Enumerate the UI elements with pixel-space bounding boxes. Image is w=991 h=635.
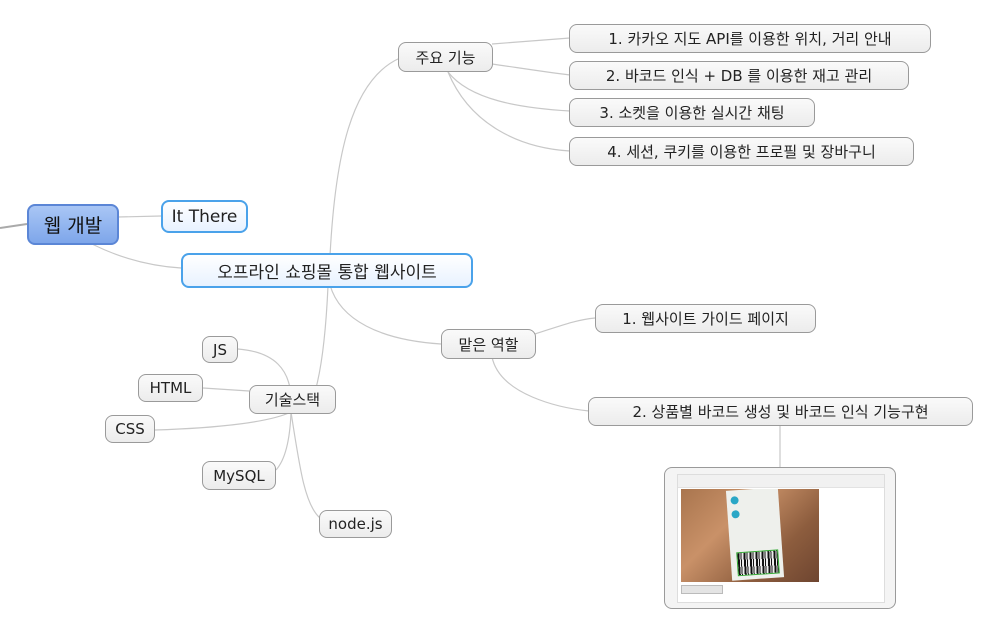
root-label: 웹 개발 bbox=[43, 215, 103, 237]
tech-item-mysql[interactable]: MySQL bbox=[202, 461, 276, 490]
feature-item-4[interactable]: 4. 세션, 쿠키를 이용한 프로필 및 장바구니 bbox=[569, 137, 914, 166]
connector-tech-css bbox=[154, 411, 292, 431]
tech-label: 기술스택 bbox=[264, 391, 321, 409]
role-item-label: 1. 웹사이트 가이드 페이지 bbox=[622, 310, 789, 328]
connector-offscreen-root bbox=[0, 223, 28, 229]
screenshot-browser-bar bbox=[678, 475, 884, 488]
center-label: 오프라인 쇼핑몰 통합 웹사이트 bbox=[217, 263, 437, 283]
feature-item-1[interactable]: 1. 카카오 지도 API를 이용한 위치, 거리 안내 bbox=[569, 24, 931, 53]
scan-button bbox=[681, 585, 723, 594]
screenshot-browser-window bbox=[677, 474, 885, 603]
connector-features-1 bbox=[491, 37, 571, 45]
check-icon bbox=[730, 496, 739, 505]
feature-item-2[interactable]: 2. 바코드 인식 + DB 를 이용한 재고 관리 bbox=[569, 61, 909, 90]
it-there-label: It There bbox=[171, 206, 238, 227]
tech-item-js[interactable]: JS bbox=[202, 336, 238, 363]
roles-label: 맡은 역할 bbox=[458, 335, 519, 354]
connector-features-2 bbox=[491, 63, 571, 76]
tech-item-css[interactable]: CSS bbox=[105, 415, 155, 443]
tech-item-label: MySQL bbox=[213, 466, 265, 485]
role-item-label: 2. 상품별 바코드 생성 및 바코드 인식 기능구현 bbox=[632, 403, 929, 421]
barcode-camera-image bbox=[681, 489, 819, 582]
connector-roles-1 bbox=[534, 317, 596, 335]
barcode-scanner-screenshot[interactable] bbox=[664, 467, 896, 609]
connector-features-4 bbox=[447, 71, 571, 152]
role-item-1[interactable]: 1. 웹사이트 가이드 페이지 bbox=[595, 304, 816, 333]
connector-tech-html bbox=[202, 387, 250, 392]
center-node[interactable]: 오프라인 쇼핑몰 통합 웹사이트 bbox=[181, 253, 473, 288]
tech-item-html[interactable]: HTML bbox=[138, 374, 203, 402]
connector-root-itthere bbox=[117, 215, 162, 218]
root-node[interactable]: 웹 개발 bbox=[27, 204, 119, 245]
connector-center-tech bbox=[315, 285, 329, 389]
role-item-2[interactable]: 2. 상품별 바코드 생성 및 바코드 인식 기능구현 bbox=[588, 397, 973, 426]
connector-root-center bbox=[91, 243, 182, 269]
feature-item-label: 2. 바코드 인식 + DB 를 이용한 재고 관리 bbox=[605, 67, 873, 85]
product-label-image bbox=[725, 489, 785, 581]
tech-item-label: CSS bbox=[115, 420, 145, 438]
feature-item-3[interactable]: 3. 소켓을 이용한 실시간 채팅 bbox=[569, 98, 815, 127]
features-node[interactable]: 주요 기능 bbox=[398, 42, 493, 72]
barcode-icon bbox=[736, 549, 780, 577]
connector-center-roles bbox=[329, 284, 442, 345]
connector-features-3 bbox=[447, 71, 571, 112]
check-icon bbox=[731, 510, 740, 519]
features-label: 주요 기능 bbox=[415, 48, 476, 67]
it-there-node[interactable]: It There bbox=[161, 200, 248, 233]
connector-tech-mysql bbox=[275, 411, 292, 471]
tech-item-label: JS bbox=[213, 340, 227, 359]
connector-center-features bbox=[329, 57, 401, 257]
feature-item-label: 1. 카카오 지도 API를 이용한 위치, 거리 안내 bbox=[608, 30, 892, 48]
feature-item-label: 3. 소켓을 이용한 실시간 채팅 bbox=[599, 104, 785, 122]
tech-item-label: HTML bbox=[149, 379, 192, 397]
feature-item-label: 4. 세션, 쿠키를 이용한 프로필 및 장바구니 bbox=[607, 143, 876, 161]
tech-node[interactable]: 기술스택 bbox=[249, 385, 336, 414]
roles-node[interactable]: 맡은 역할 bbox=[441, 329, 536, 359]
tech-item-label: node.js bbox=[328, 515, 383, 533]
tech-item-nodejs[interactable]: node.js bbox=[319, 510, 392, 538]
connector-tech-nodejs bbox=[290, 411, 321, 519]
connector-roles-2 bbox=[491, 356, 590, 412]
